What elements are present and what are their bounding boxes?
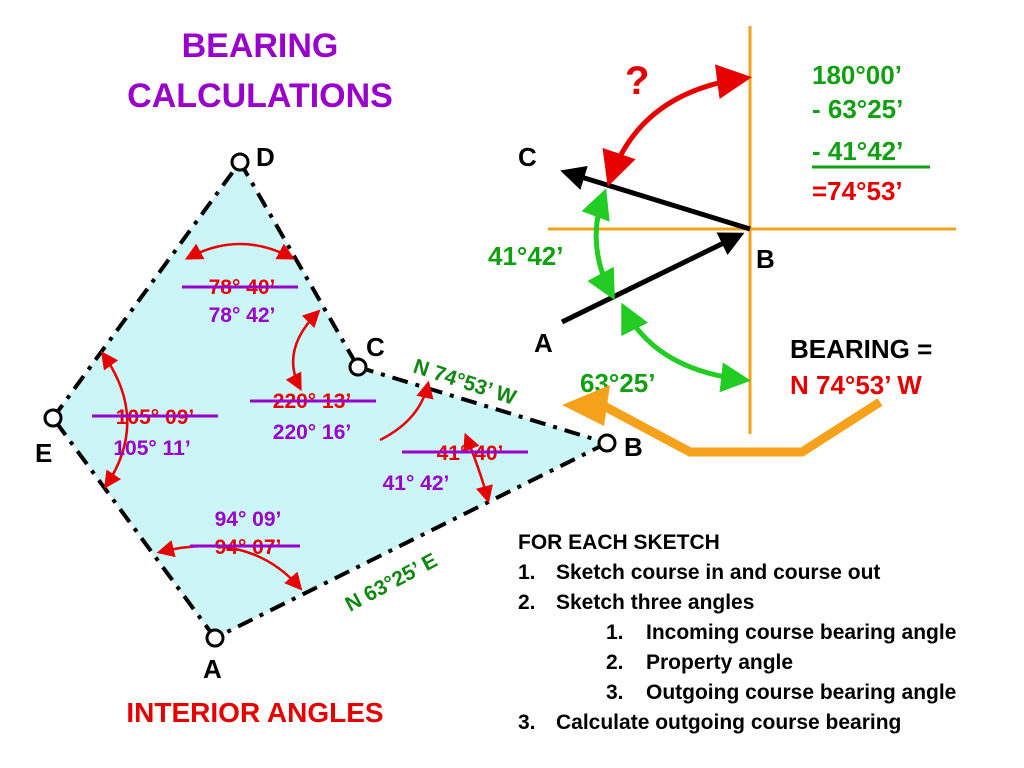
lot-boundary bbox=[51, 160, 608, 640]
step-2-text: Sketch three angles bbox=[556, 591, 755, 614]
steps-list: FOR EACH SKETCH 1. Sketch course in and c… bbox=[518, 528, 956, 738]
vertex-label-c: C bbox=[366, 332, 385, 362]
arc-angle-c bbox=[285, 309, 321, 392]
sketch-label-a: A bbox=[534, 328, 553, 358]
substep-3: 3. Outgoing course bearing angle bbox=[606, 678, 956, 708]
bearing-label: BEARING = bbox=[790, 334, 932, 364]
arc-41-42 bbox=[581, 188, 615, 301]
vertex-label-b: B bbox=[624, 432, 643, 462]
angle-b-new: 41° 42’ bbox=[383, 472, 450, 495]
calc-line-1: 180°00’ bbox=[812, 60, 902, 90]
step-3: 3. Calculate outgoing course bearing bbox=[518, 708, 956, 738]
angle-c-new: 220° 16’ bbox=[273, 421, 351, 444]
interior-angles-label: INTERIOR ANGLES bbox=[126, 697, 383, 728]
arc-63-25 bbox=[621, 302, 751, 393]
substep-3-num: 3. bbox=[606, 681, 624, 704]
unknown-angle-mark: ? bbox=[625, 59, 649, 103]
arc-angle-b bbox=[463, 432, 493, 504]
step-2-sublist: 1. Incoming course bearing angle 2. Proper… bbox=[556, 618, 956, 708]
angle-e-new: 105° 11’ bbox=[113, 437, 190, 460]
step-3-text: Calculate outgoing course bearing bbox=[556, 711, 902, 734]
substep-2-num: 2. bbox=[606, 651, 624, 674]
vertex-e-marker bbox=[43, 408, 63, 428]
calc-result: =74°53’ bbox=[812, 176, 903, 206]
vertex-c-marker bbox=[348, 357, 368, 377]
step-2-num: 2. bbox=[518, 591, 536, 614]
angle-label-41-42: 41°42’ bbox=[488, 241, 563, 271]
substep-1: 1. Incoming course bearing angle bbox=[606, 618, 956, 648]
calc-line-2: - 63°25’ bbox=[812, 94, 903, 124]
vertex-d-marker bbox=[230, 152, 250, 172]
course-out-line bbox=[560, 165, 751, 232]
sketch-label-b: B bbox=[756, 244, 775, 274]
step-1: 1. Sketch course in and course out bbox=[518, 558, 956, 588]
substep-2: 2. Property angle bbox=[606, 648, 956, 678]
arc-angle-a bbox=[156, 540, 303, 591]
arc-unknown bbox=[602, 64, 752, 187]
substep-1-text: Incoming course bearing angle bbox=[646, 621, 957, 644]
vertex-b-marker bbox=[597, 433, 617, 453]
step-2: 2. Sketch three angles 1. Incoming course … bbox=[518, 588, 956, 708]
substep-3-text: Outgoing course bearing angle bbox=[646, 681, 957, 704]
sketch-label-c: C bbox=[518, 142, 537, 172]
angle-a-new: 94° 09’ bbox=[215, 508, 282, 531]
title-line-1: BEARING bbox=[182, 27, 339, 65]
title-line-2: CALCULATIONS bbox=[127, 77, 393, 115]
pointer-arrow-head bbox=[562, 385, 610, 426]
vertex-a-marker bbox=[205, 628, 225, 648]
calc-line-3: - 41°42’ bbox=[812, 136, 903, 166]
angle-d-new: 78° 42’ bbox=[209, 304, 276, 327]
pointer-arrow bbox=[599, 398, 883, 457]
step-1-num: 1. bbox=[518, 561, 536, 584]
vertex-label-a: A bbox=[203, 654, 222, 684]
step-1-text: Sketch course in and course out bbox=[556, 561, 881, 584]
bearing-value: N 74°53’ W bbox=[790, 370, 922, 400]
steps-heading: FOR EACH SKETCH bbox=[518, 531, 720, 554]
arc-angle-e bbox=[100, 351, 129, 489]
arc-angle-c-out bbox=[379, 380, 434, 442]
vertex-label-d: D bbox=[256, 142, 275, 172]
arc-angle-d bbox=[184, 242, 296, 260]
course-in-line bbox=[560, 232, 745, 325]
substep-1-num: 1. bbox=[606, 621, 624, 644]
substep-2-text: Property angle bbox=[646, 651, 794, 674]
vertex-label-e: E bbox=[35, 438, 52, 468]
step-3-num: 3. bbox=[518, 711, 536, 734]
